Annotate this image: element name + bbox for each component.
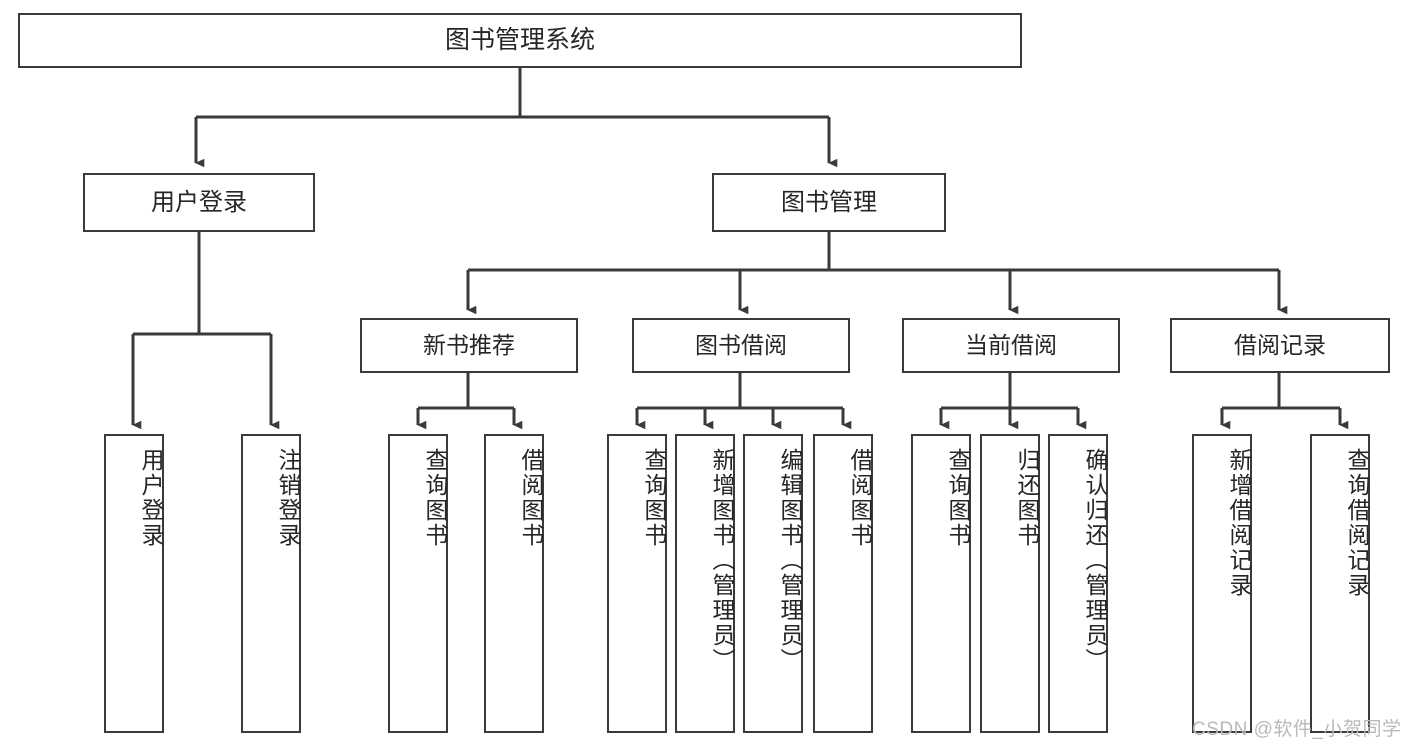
leaf-return-book[interactable]: 归还图书 (980, 434, 1040, 733)
leaf-borrow-book[interactable]: 借阅图书 (813, 434, 873, 733)
leaf-query-book-recommend[interactable]: 查询图书 (388, 434, 448, 733)
leaf-query-book-current[interactable]: 查询图书 (911, 434, 971, 733)
leaf-query-borrow-record[interactable]: 查询借阅记录 (1310, 434, 1370, 733)
node-label: 图书借阅 (695, 332, 787, 359)
leaf-edit-book-admin[interactable]: 编辑图书（管理员） (743, 434, 803, 733)
node-new-book-recommend[interactable]: 新书推荐 (360, 318, 578, 373)
node-label: 查询图书 (422, 448, 448, 548)
node-label: 借阅图书 (847, 448, 873, 548)
node-label: 注销登录 (275, 448, 301, 548)
node-label: 借阅图书 (518, 448, 544, 548)
node-label: 用户登录 (151, 188, 247, 216)
node-label: 查询图书 (945, 448, 971, 548)
node-label: 当前借阅 (965, 332, 1057, 359)
leaf-add-book-admin[interactable]: 新增图书（管理员） (675, 434, 735, 733)
leaf-query-book-borrow[interactable]: 查询图书 (607, 434, 667, 733)
node-label: 归还图书 (1014, 448, 1040, 548)
node-current-borrow[interactable]: 当前借阅 (902, 318, 1120, 373)
node-label: 查询借阅记录 (1344, 448, 1370, 598)
node-label: 新增图书（管理员） (709, 448, 735, 673)
node-label: 用户登录 (138, 448, 164, 548)
leaf-add-borrow-record[interactable]: 新增借阅记录 (1192, 434, 1252, 733)
node-label: 确认归还（管理员） (1082, 448, 1108, 673)
node-label: 编辑图书（管理员） (777, 448, 803, 673)
node-label: 借阅记录 (1234, 332, 1326, 359)
node-label: 图书管理系统 (444, 26, 595, 55)
node-borrow-record[interactable]: 借阅记录 (1170, 318, 1390, 373)
node-label: 新书推荐 (423, 332, 515, 359)
node-label: 查询图书 (641, 448, 667, 548)
leaf-borrow-book-recommend[interactable]: 借阅图书 (484, 434, 544, 733)
node-label: 图书管理 (781, 188, 877, 216)
node-label: 新增借阅记录 (1226, 448, 1252, 598)
node-root-book-management-system[interactable]: 图书管理系统 (18, 13, 1022, 68)
leaf-confirm-return-admin[interactable]: 确认归还（管理员） (1048, 434, 1108, 733)
node-book-borrow[interactable]: 图书借阅 (632, 318, 850, 373)
leaf-user-login[interactable]: 用户登录 (104, 434, 164, 733)
node-book-management[interactable]: 图书管理 (712, 173, 946, 232)
node-user-login[interactable]: 用户登录 (83, 173, 315, 232)
leaf-logout-login[interactable]: 注销登录 (241, 434, 301, 733)
